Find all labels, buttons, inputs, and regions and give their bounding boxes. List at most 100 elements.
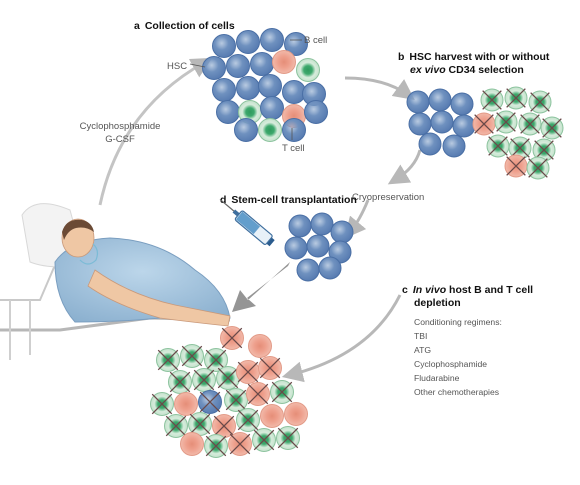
hsc-cell: [442, 134, 466, 158]
depletion-cross: [510, 138, 530, 158]
cell-cluster-b-hsc: [406, 88, 476, 158]
hsc-cell: [216, 100, 240, 124]
hsc-cell: [282, 118, 306, 142]
conditioning-heading: Conditioning regimens:: [414, 317, 502, 327]
hsc-cell: [284, 32, 308, 56]
hsc-cell: [212, 34, 236, 58]
t-cell: [272, 50, 296, 74]
depletion-cross: [213, 415, 235, 437]
hsc-cell: [304, 100, 328, 124]
panel-c-label-line2: depletion: [414, 297, 461, 309]
t-cell: [248, 334, 272, 358]
arrow-patient-to-a: [98, 57, 213, 206]
depletion-cross: [247, 383, 269, 405]
hsc-cell: [258, 74, 282, 98]
depletion-cross: [205, 435, 227, 457]
hsc-cell: [408, 112, 432, 136]
depletion-cross: [237, 361, 259, 383]
depletion-cross: [169, 371, 191, 393]
t-cell: [180, 432, 204, 456]
depletion-cross: [151, 393, 173, 415]
regimen-item: Fludarabine: [414, 373, 460, 383]
depletion-cross: [528, 158, 548, 178]
depletion-cross: [534, 140, 554, 160]
b-cell: [258, 118, 282, 142]
hsc-cell: [236, 30, 260, 54]
hsc-cell: [282, 80, 306, 104]
hsc-cell: [418, 132, 442, 156]
hsc-cell: [226, 54, 250, 78]
hsc-label: HSC: [167, 61, 187, 72]
t-cell-label: T cell: [282, 143, 305, 154]
hsc-cell: [260, 96, 284, 120]
hsc-cell: [428, 88, 452, 112]
depletion-cross: [506, 156, 526, 176]
hsc-cell: [250, 52, 274, 76]
depletion-cross: [259, 357, 281, 379]
depletion-cross: [181, 345, 203, 367]
syringe-icon: [219, 198, 275, 247]
depletion-cross: [225, 389, 247, 411]
hsc-cell: [406, 90, 430, 114]
depletion-cross: [189, 413, 211, 435]
hsc-cell: [212, 78, 236, 102]
hsc-cell: [234, 118, 258, 142]
b-cell: [296, 58, 320, 82]
depletion-cross: [488, 136, 508, 156]
hsc-cell: [284, 236, 308, 260]
hsc-cell: [306, 234, 330, 258]
cryopreservation-label: Cryopreservation: [352, 192, 424, 203]
depletion-cross: [542, 118, 562, 138]
cell-cluster-b-depleted: [472, 86, 564, 180]
hsc-cell: [430, 110, 454, 134]
hsc-cell: [288, 214, 312, 238]
patient-figure: [0, 203, 231, 360]
b-cell-label: B cell: [304, 35, 327, 46]
cell-cluster-c: [150, 326, 308, 458]
panel-b-label-line2: ex vivo CD34 selection: [410, 64, 524, 76]
t-cell: [284, 402, 308, 426]
depletion-cross: [482, 90, 502, 110]
arrow-b-to-cryo: [387, 149, 422, 185]
cell-cluster-a: [202, 28, 328, 142]
depletion-cross: [530, 92, 550, 112]
arrow-d-to-patient: [232, 262, 290, 312]
hsc-cell: [452, 114, 476, 138]
depletion-cross: [277, 427, 299, 449]
depletion-cross: [253, 429, 275, 451]
depletion-cross: [520, 114, 540, 134]
arrow-a-to-b: [344, 76, 415, 100]
hsc-cell: [202, 56, 226, 80]
depletion-cross: [221, 327, 243, 349]
depletion-cross: [193, 369, 215, 391]
hsc-cell: [330, 220, 354, 244]
depletion-cross: [217, 367, 239, 389]
depletion-cross: [229, 433, 251, 455]
depletion-cross: [271, 381, 293, 403]
depletion-cross: [237, 409, 259, 431]
depletion-cross: [199, 391, 221, 413]
depletion-cross: [157, 349, 179, 371]
hsc-cell: [296, 258, 320, 282]
depletion-cross: [496, 112, 516, 132]
t-cell: [174, 392, 198, 416]
regimen-item: Cyclophosphamide: [414, 359, 487, 369]
depletion-cross: [474, 114, 494, 134]
mobilization-label-2: G-CSF: [105, 134, 135, 145]
hsc-cell: [236, 76, 260, 100]
regimen-item: Other chemotherapies: [414, 387, 499, 397]
hsc-cell: [260, 28, 284, 52]
regimen-item: ATG: [414, 345, 431, 355]
t-cell: [260, 404, 284, 428]
hsc-cell: [310, 212, 334, 236]
pointer-hsc: [189, 63, 206, 68]
hsc-cell: [318, 256, 342, 280]
arrow-to-c: [281, 294, 402, 383]
depletion-cross: [165, 415, 187, 437]
